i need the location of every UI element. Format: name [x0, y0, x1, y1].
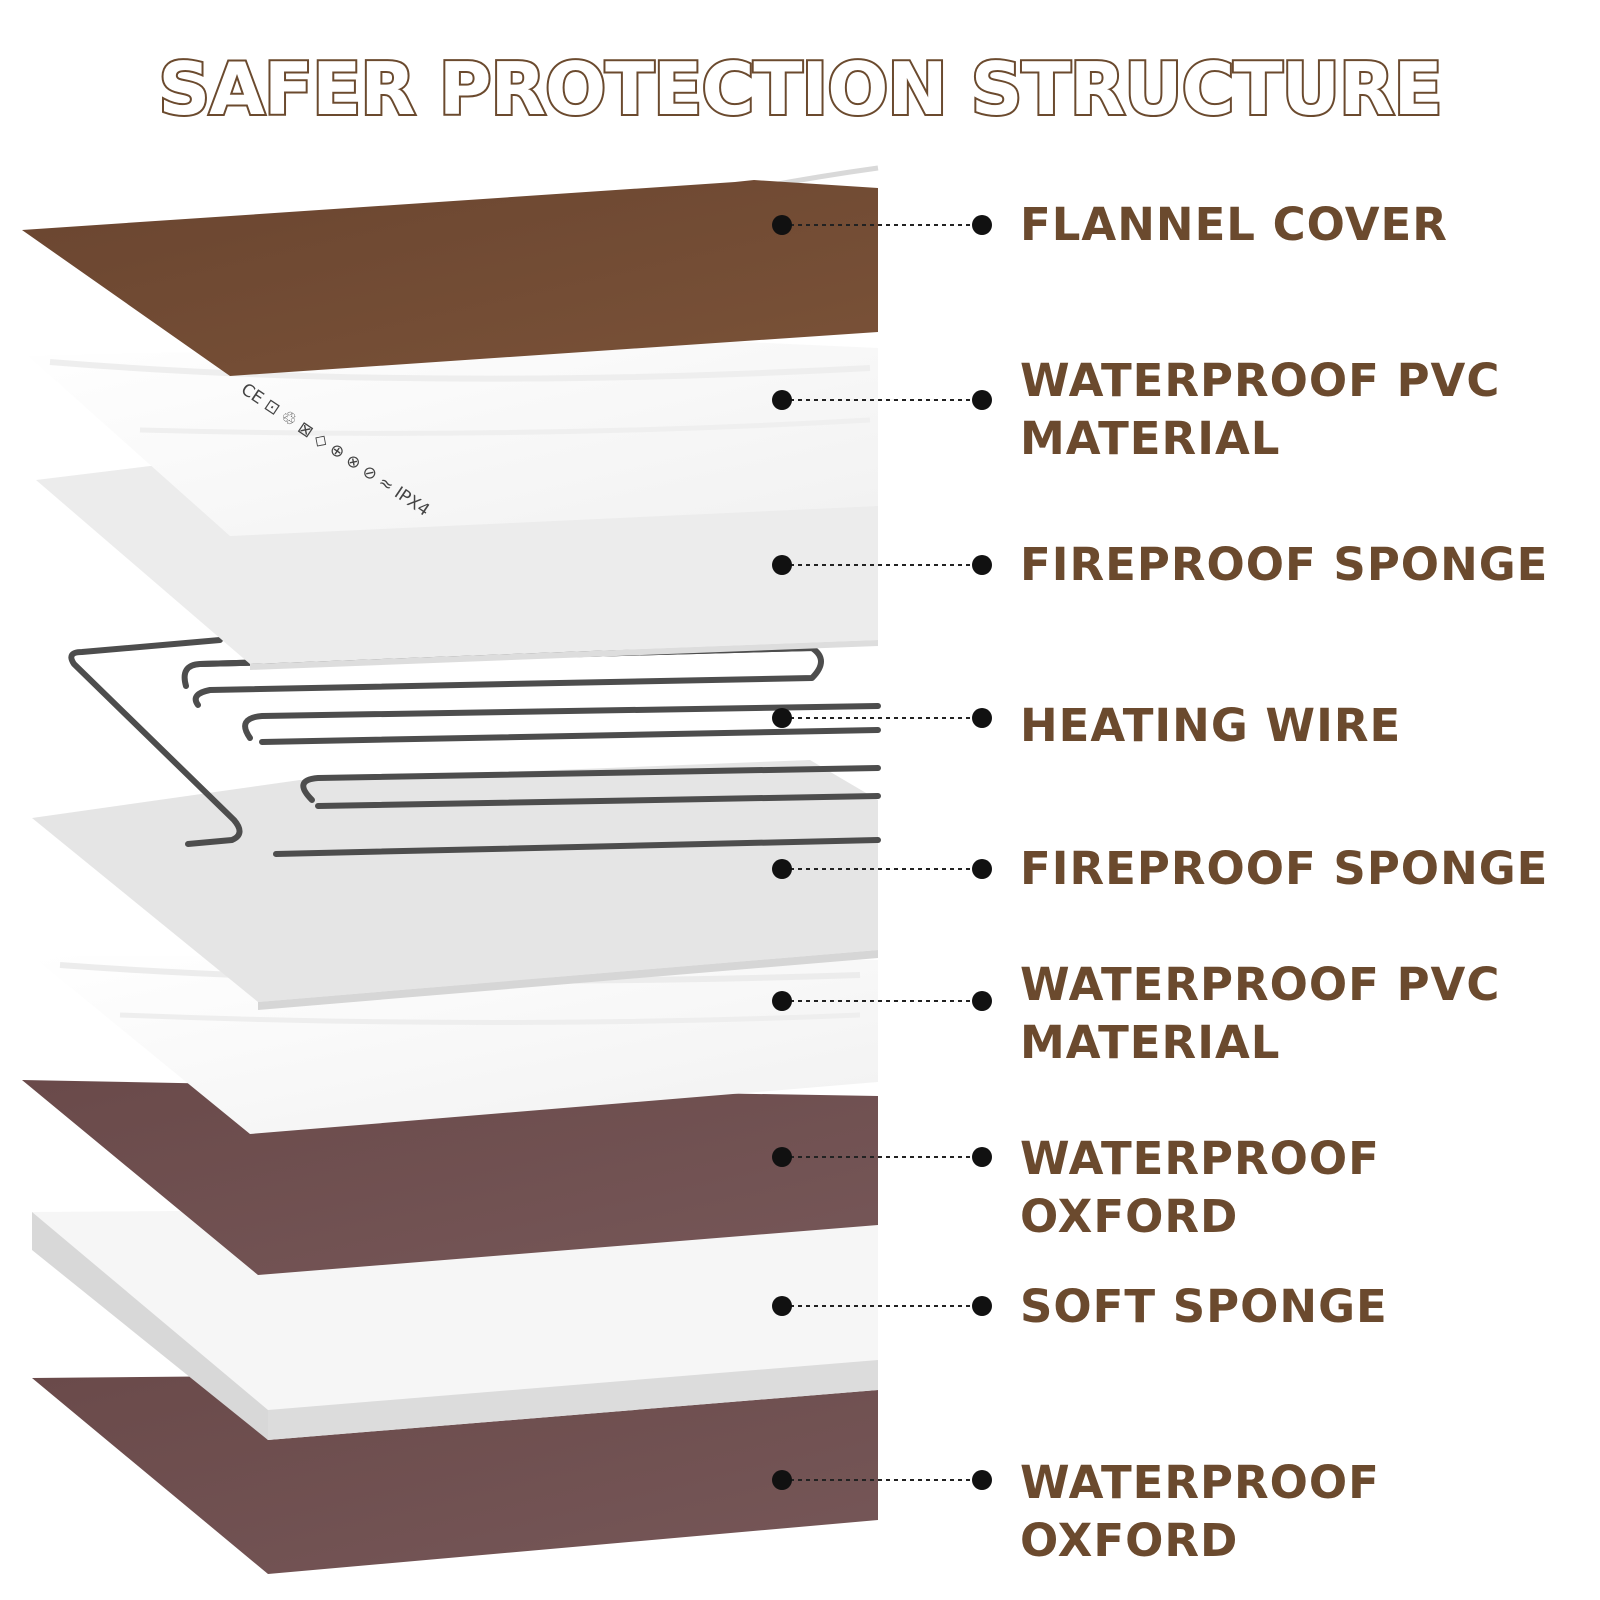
layer-soft-sponge: [32, 1208, 878, 1440]
leader-dot-label: [972, 1147, 992, 1167]
label-waterproof-oxford-2: WATERPROOF OXFORD: [1020, 1456, 1380, 1567]
layer-waterproof-pvc-lower: [32, 956, 878, 1134]
label-flannel-cover: FLANNEL COVER: [1020, 198, 1448, 251]
label-fireproof-sponge: FIREPROOF SPONGE: [1020, 538, 1549, 591]
label-waterproof-oxford: WATERPROOF OXFORD: [1020, 1132, 1380, 1243]
leader-dot-label: [972, 991, 992, 1011]
leader-dot-layer: [772, 390, 792, 410]
leader-dot-layer: [772, 1470, 792, 1490]
leader-dot-layer: [772, 555, 792, 575]
leader-dot-label: [972, 859, 992, 879]
leader-dot-label: [972, 555, 992, 575]
layer-waterproof-pvc-upper: CE ⊡ ♲ ⊠ ◇ ⊕ ⊗ ⊘ ≈ IPX4: [28, 340, 878, 536]
leader-dot-layer: [772, 991, 792, 1011]
leader-dot-label: [972, 1470, 992, 1490]
leader-dot-label: [972, 390, 992, 410]
leader-lines: [772, 215, 992, 1490]
layer-flannel-cover: [22, 165, 879, 376]
leader-dot-layer: [772, 708, 792, 728]
leader-dot-layer: [772, 1296, 792, 1316]
leader-dot-label: [972, 708, 992, 728]
label-waterproof-pvc-material-2: WATERPROOF PVC MATERIAL: [1020, 958, 1501, 1069]
label-soft-sponge: SOFT SPONGE: [1020, 1280, 1388, 1333]
label-heating-wire: HEATING WIRE: [1020, 699, 1402, 752]
leader-dot-layer: [772, 215, 792, 235]
diagram-title: SAFER PROTECTION STRUCTURE: [156, 45, 1444, 133]
label-fireproof-sponge-2: FIREPROOF SPONGE: [1020, 842, 1549, 895]
leader-dot-layer: [772, 1147, 792, 1167]
layer-waterproof-oxford: [22, 1080, 878, 1275]
label-waterproof-pvc-material: WATERPROOF PVC MATERIAL: [1020, 354, 1501, 465]
layer-waterproof-oxford-bottom: [32, 1372, 878, 1574]
leader-dot-label: [972, 215, 992, 235]
leader-dot-layer: [772, 859, 792, 879]
leader-dot-label: [972, 1296, 992, 1316]
layer-fireproof-sponge-lower: [32, 760, 878, 1010]
